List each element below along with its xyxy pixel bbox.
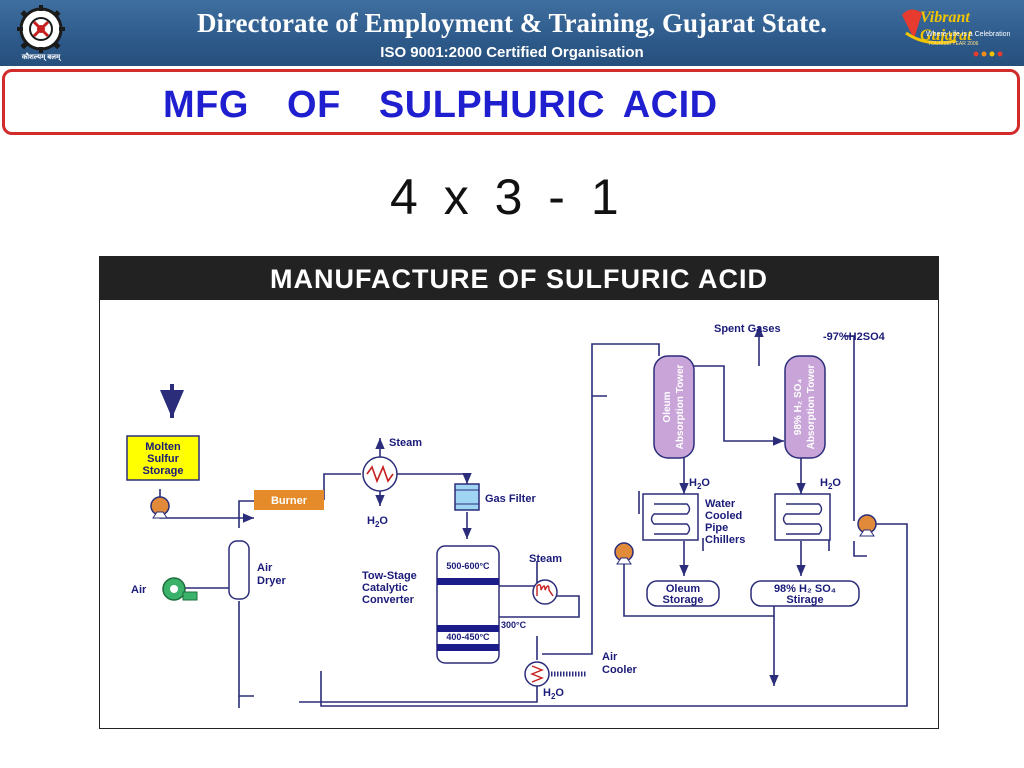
sulfur-pump-icon (150, 496, 170, 519)
acid-pump-icon (857, 514, 877, 537)
air-blower-icon (162, 577, 198, 601)
trade-code-formula: 4 x 3 - 1 (390, 169, 619, 225)
vibrant-gujarat-tagline: Where Life is a Celebration (926, 31, 1011, 38)
slide-title: MFG OF SULPHURIC ACID (163, 84, 718, 126)
vibrant-gujarat-icon (902, 9, 1003, 57)
air-dryer (228, 540, 250, 600)
acid-absorption-tower (784, 355, 826, 459)
converter-label-2: Catalytic (362, 582, 408, 594)
oleum-storage-label-1: Oleum (666, 583, 700, 595)
intercooler-icon (532, 579, 558, 605)
chiller-label-3: Pipe (705, 522, 728, 534)
boiler-h2o-label: H2O (367, 515, 388, 529)
air-cooler-label-1: Air (602, 651, 618, 663)
air-cooler-label-2: Cooler (602, 664, 638, 676)
cooler-h2o-label: H2O (543, 687, 564, 701)
air-dryer-label-1: Air (257, 562, 273, 574)
converter-label-1: Tow-Stage (362, 570, 417, 582)
acid-storage-tank (750, 580, 860, 607)
temp-upper-label: 500-600°C (446, 561, 490, 571)
chiller-label-4: Chillers (705, 534, 745, 546)
slide-title-box: MFG OF SULPHURIC ACID (2, 69, 1020, 135)
chiller-label-2: Cooled (705, 510, 742, 522)
chiller1-h2o-label: H2O (689, 477, 710, 491)
header-subtitle: ISO 9001:2000 Certified Organisation (380, 44, 644, 61)
header-title: Directorate of Employment & Training, Gu… (197, 8, 827, 38)
sulfur-label-2: Sulfur (147, 453, 179, 465)
emblem-caption: कौशल्यम् बलम् (21, 54, 61, 61)
acid-tower-label-1: 98% H₂ SO₄ (793, 379, 804, 436)
molten-sulfur-storage (126, 435, 200, 481)
burner-box (254, 490, 324, 510)
chiller2-h2o-label: H2O (820, 477, 841, 491)
vibrant-gujarat-year: TOURISM YEAR 2006 (928, 41, 979, 47)
air-dryer-label-2: Dryer (257, 575, 286, 587)
acid-storage-label-1: 98% H₂ SO₄ (774, 583, 836, 595)
catalytic-converter (436, 545, 500, 664)
header-bar: कौशल्यम् बलम् Directorate of Employment … (0, 0, 1024, 66)
sulfur-label-1: Molten (145, 441, 181, 453)
vibrant-gujarat-logo: Vibrant Gujarat Where Life is a Celebrat… (896, 3, 1016, 61)
oleum-storage-label-2: Storage (663, 594, 704, 606)
temp-mid-label: 300°C (501, 620, 527, 630)
gas-filter-label: Gas Filter (485, 493, 536, 505)
spent-gases-label: Spent Gases (714, 323, 781, 335)
oleum-tower-label-1: Oleum (662, 391, 673, 422)
steam-converter-label: Steam (529, 553, 562, 565)
water-cooled-chiller-1-icon (642, 493, 699, 541)
burner-label: Burner (271, 495, 308, 507)
gas-filter-icon (454, 483, 480, 511)
temp-lower-label: 400-450°C (446, 632, 490, 642)
sulfur-label-3: Storage (143, 465, 184, 477)
vibrant-gujarat-name: Vibrant Gujarat (920, 9, 972, 44)
oleum-tower-label-2: Absorption Tower (675, 364, 686, 449)
diagram-heading-bar (99, 256, 939, 300)
product-97-label: -97%H2SO4 (823, 331, 886, 343)
chiller-label-1: Water (705, 498, 736, 510)
waste-heat-boiler-icon (362, 456, 398, 492)
steam-top-label: Steam (389, 437, 422, 449)
converter-label-3: Converter (362, 594, 415, 606)
acid-tower-label-2: Absorption Tower (806, 364, 817, 449)
oleum-absorption-tower (653, 355, 695, 459)
gear-emblem-logo-icon (17, 5, 65, 53)
water-cooled-chiller-2-icon (774, 493, 831, 541)
acid-storage-label-2: Stirage (786, 594, 823, 606)
process-flow-diagram: MANUFACTURE OF SULFURIC ACID (99, 256, 939, 729)
air-label: Air (131, 584, 147, 596)
oleum-storage-tank (646, 580, 720, 607)
oleum-pump-icon (614, 542, 634, 565)
air-cooler-icon (524, 661, 587, 687)
diagram-heading: MANUFACTURE OF SULFURIC ACID (270, 264, 768, 294)
